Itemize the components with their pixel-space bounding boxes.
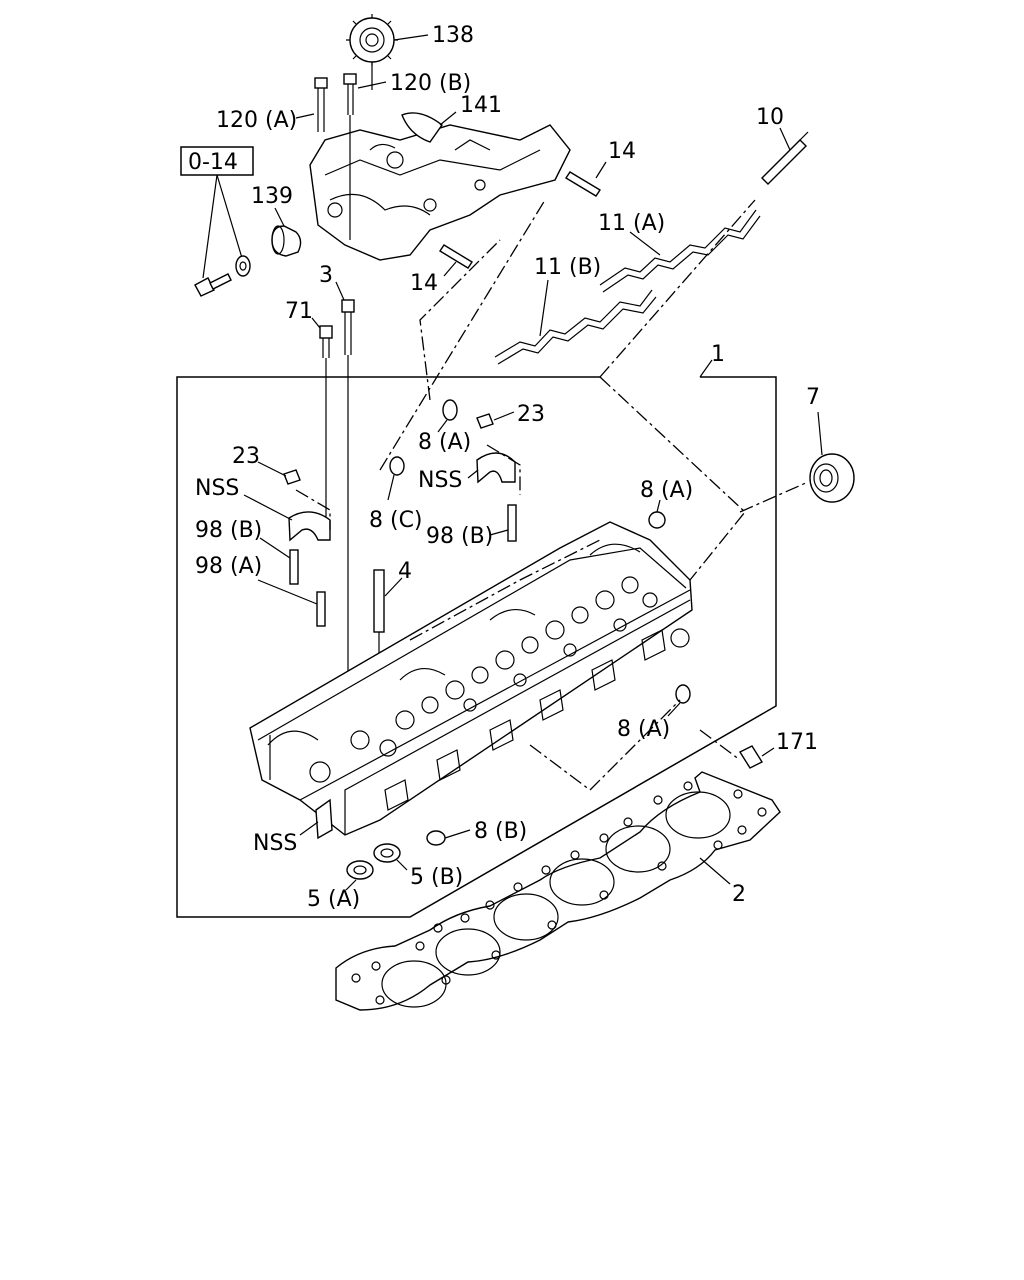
- callout-nss-bottom: NSS: [253, 831, 297, 856]
- callout-171: 171: [776, 730, 818, 755]
- callout-1: 1: [711, 342, 725, 367]
- plug-icon: [389, 399, 691, 846]
- gear-icon: [346, 14, 398, 90]
- callout-3: 3: [319, 263, 333, 288]
- camshaft-housing: [309, 124, 571, 261]
- callout-23-left: 23: [232, 444, 260, 469]
- callout-8a-lower: 8 (A): [617, 717, 670, 742]
- harness-icon: [599, 209, 761, 293]
- callout-14-top: 14: [608, 139, 636, 164]
- callout-23-right: 23: [517, 402, 545, 427]
- callout-8b: 8 (B): [474, 819, 527, 844]
- stud-icon: [439, 171, 601, 269]
- callout-98a: 98 (A): [195, 554, 262, 579]
- washer-icon: [235, 255, 251, 277]
- callout-7: 7: [806, 385, 820, 410]
- callout-141: 141: [460, 93, 502, 118]
- seal-icon: [809, 453, 855, 503]
- stud-icon: [289, 504, 517, 627]
- callout-71: 71: [285, 299, 313, 324]
- callout-5a: 5 (A): [307, 887, 360, 912]
- callout-8c: 8 (C): [369, 508, 423, 533]
- valve-bosses: [350, 576, 658, 757]
- bearing-cap-icon: [288, 452, 516, 542]
- callout-8a-right: 8 (A): [640, 478, 693, 503]
- callout-98b-right: 98 (B): [426, 524, 493, 549]
- callout-14-bottom: 14: [410, 271, 438, 296]
- cylinder-head: [249, 521, 693, 836]
- seal-icon: [346, 843, 401, 880]
- sensor-icon: [761, 131, 809, 185]
- bolt-icon: [319, 325, 333, 528]
- bolt-icon: [194, 273, 232, 297]
- callout-nss-left: NSS: [195, 476, 239, 501]
- callout-11b: 11 (B): [534, 255, 601, 280]
- reference-box-label: 0-14: [188, 150, 238, 175]
- callout-120a: 120 (A): [216, 108, 297, 133]
- assembly-frame: [176, 376, 777, 918]
- harness-icon: [494, 289, 657, 365]
- exhaust-ports: [384, 629, 666, 811]
- reference-box: 0-14: [180, 146, 254, 279]
- callout-4: 4: [398, 559, 412, 584]
- head-gasket: [335, 771, 781, 1011]
- callout-120b: 120 (B): [390, 71, 471, 96]
- bearing-cap-icon: [315, 798, 333, 840]
- callout-5b: 5 (B): [410, 865, 463, 890]
- callout-8a-top: 8 (A): [418, 430, 471, 455]
- fitting-icon: [738, 745, 764, 769]
- callout-10: 10: [756, 105, 784, 130]
- callout-98b-left: 98 (B): [195, 518, 262, 543]
- callout-nss-top-right: NSS: [418, 468, 462, 493]
- bolt-icon: [343, 73, 357, 240]
- callout-11a: 11 (A): [598, 211, 665, 236]
- bolt-icon: [314, 77, 328, 132]
- plug-icon: [401, 112, 443, 143]
- callout-138: 138: [432, 23, 474, 48]
- bolt-icon: [341, 299, 355, 730]
- gasket-holes: [351, 781, 767, 1005]
- bushing-icon: [271, 225, 302, 257]
- gasket-bores: [381, 791, 731, 1008]
- callout-2: 2: [732, 882, 746, 907]
- callout-139: 139: [251, 184, 293, 209]
- nut-icon: [283, 413, 494, 485]
